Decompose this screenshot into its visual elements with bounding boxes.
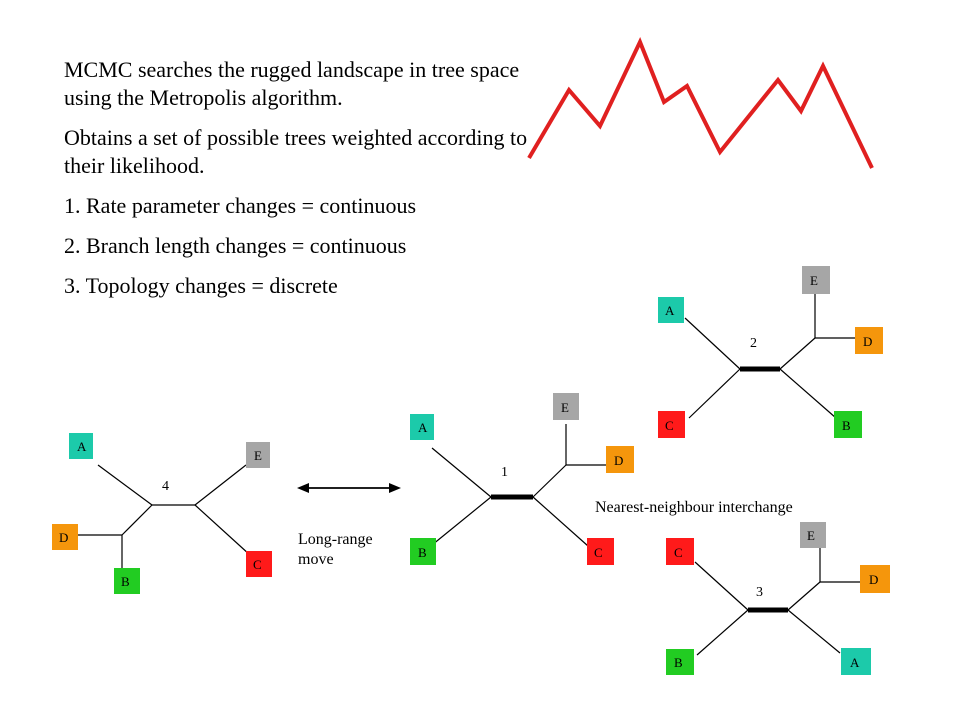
svg-text:C: C [674,545,683,560]
nni-caption: Nearest-neighbour interchange [595,499,793,516]
tree-3: 3 C E D B A [666,522,890,675]
tree-1: 1 A E D B C [410,393,634,565]
tree-1-leaf-e: E [553,393,579,420]
tree-3-leaf-d: D [860,565,890,593]
long-range-caption-line2: move [298,551,334,568]
tree-3-leaf-e: E [800,522,826,548]
intro-paragraph-metropolis: MCMC searches the rugged landscape in tr… [64,57,520,110]
tree-4-leaf-b: B [114,568,140,594]
svg-text:C: C [253,557,262,572]
list-item-branch-length: 2. Branch length changes = continuous [64,233,407,258]
long-range-caption: Long-range move [298,530,373,570]
svg-text:E: E [807,528,815,543]
svg-text:B: B [842,418,851,433]
long-range-caption-line1: Long-range [298,531,373,548]
svg-text:A: A [850,655,860,670]
tree-1-leaf-d: D [606,446,634,473]
tree-4: 4 A E D B C [52,433,272,594]
svg-text:D: D [614,453,623,468]
intro-text: MCMC searches the rugged landscape in tr… [64,56,534,312]
tree-4-leaf-d: D [52,524,78,550]
svg-text:C: C [665,418,674,433]
tree-3-leaf-b: B [666,649,694,675]
long-range-arrow [297,483,401,493]
likelihood-landscape-line [527,37,874,169]
tree-2-leaf-d: D [855,327,883,354]
tree-1-leaf-c: C [587,538,614,565]
svg-text:A: A [665,303,675,318]
svg-text:E: E [254,448,262,463]
svg-text:B: B [418,545,427,560]
tree-1-leaf-b: B [410,538,436,565]
svg-text:E: E [810,273,818,288]
tree-2-leaf-b: B [834,411,862,438]
tree-4-leaf-a: A [69,433,93,459]
svg-text:B: B [674,655,683,670]
svg-text:D: D [59,530,68,545]
list-item-topology: 3. Topology changes = discrete [64,273,338,298]
svg-text:A: A [418,420,428,435]
svg-text:B: B [121,574,130,589]
svg-text:C: C [594,545,603,560]
tree-4-leaf-c: C [246,551,272,577]
svg-text:A: A [77,439,87,454]
tree-1-number: 1 [501,465,508,480]
tree-4-leaf-e: E [246,442,270,468]
tree-3-leaf-a: A [841,648,871,675]
tree-1-leaf-a: A [410,414,434,440]
tree-4-number: 4 [162,479,169,494]
svg-text:D: D [863,334,872,349]
svg-text:E: E [561,400,569,415]
tree-2: 2 A E D C B [658,266,883,438]
list-item-rate: 1. Rate parameter changes = continuous [64,193,417,218]
tree-2-leaf-e: E [802,266,830,294]
intro-paragraph-weighted: Obtains a set of possible trees weighted… [64,125,528,178]
tree-2-leaf-c: C [658,411,685,438]
tree-2-leaf-a: A [658,297,684,323]
tree-3-number: 3 [756,585,763,600]
tree-3-leaf-c: C [666,538,694,565]
svg-text:D: D [869,572,878,587]
tree-2-number: 2 [750,336,757,351]
